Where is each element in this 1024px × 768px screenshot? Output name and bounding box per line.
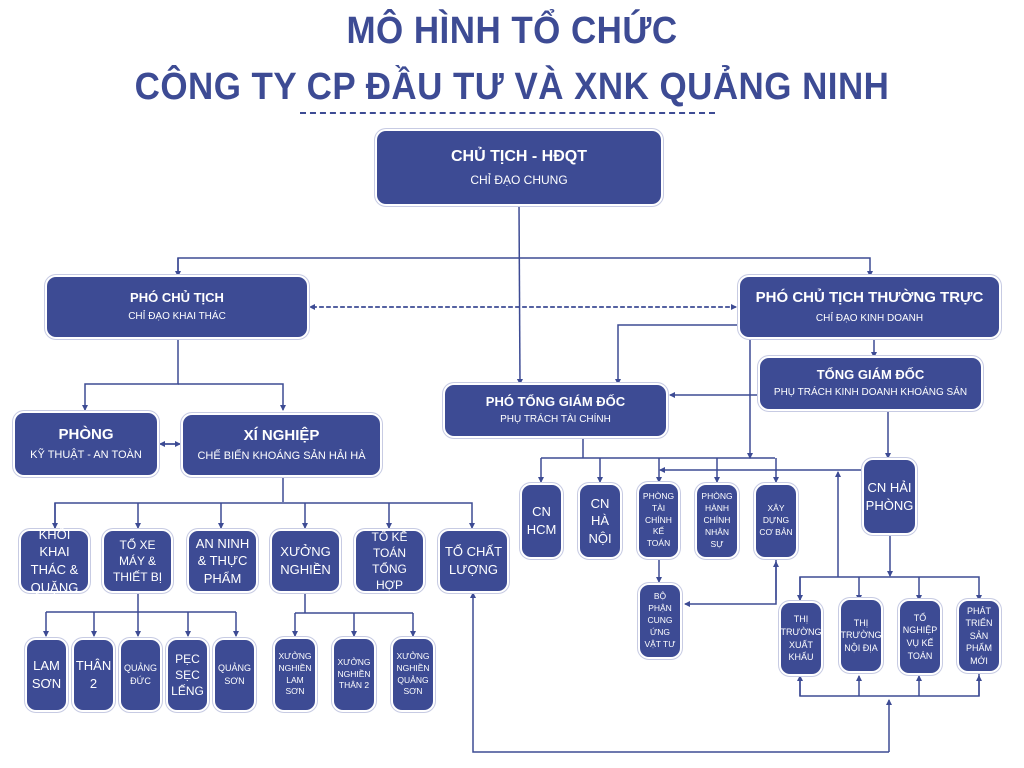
node-title: THỊ TRƯỜNG NỘI ĐỊA bbox=[840, 617, 882, 653]
node-grinding-workshop: XƯỞNG NGHIỀN bbox=[272, 531, 339, 591]
node-deputy-general-director: PHÓ TỔNG GIÁM ĐỐC PHỤ TRÁCH TÀI CHÍNH bbox=[445, 385, 666, 436]
node-title: TỔ NGHIỆP VỤ KẾ TOÁN bbox=[902, 612, 938, 661]
node-title: THÂN 2 bbox=[75, 658, 112, 691]
node-subtitle: CHẾ BIẾN KHOÁNG SẢN HẢI HÀ bbox=[197, 450, 366, 463]
node-pec-sec-leng: PẸC SẸC LẾNG bbox=[168, 640, 207, 710]
node-title: XƯỞNG NGHIỀN QUẢNG SƠN bbox=[396, 650, 430, 697]
node-accounting-team: TỔ KẾ TOÁN TỔNG HỢP bbox=[356, 529, 423, 593]
node-title: CHỦ TỊCH - HĐQT bbox=[451, 148, 587, 166]
node-technical-dept: PHÒNG KỸ THUẬT - AN TOÀN bbox=[15, 413, 157, 475]
node-title: TỔNG GIÁM ĐỐC bbox=[816, 367, 925, 383]
node-title: XƯỞNG NGHIỀN LAM SƠN bbox=[278, 650, 312, 697]
node-title: PHÓ TỔNG GIÁM ĐỐC bbox=[485, 394, 626, 410]
node-title: LAM SƠN bbox=[31, 658, 62, 691]
node-subtitle: CHỈ ĐẠO KINH DOANH bbox=[815, 312, 924, 324]
node-title: XƯỞNG NGHIỀN bbox=[280, 544, 331, 577]
node-title: QUẢNG ĐỨC bbox=[123, 663, 157, 686]
node-title: QUẢNG SƠN bbox=[217, 663, 251, 686]
node-title: KHỐI KHAI THÁC & QUẶNG bbox=[30, 526, 79, 595]
chart-title-line-1: MÔ HÌNH TỔ CHỨC bbox=[346, 10, 678, 52]
node-branch-hcm: CN HCM bbox=[522, 485, 561, 557]
link-chairman-deputy-gd bbox=[516, 204, 523, 385]
node-subtitle: PHỤ TRÁCH TÀI CHÍNH bbox=[500, 413, 611, 425]
node-admin-hr-dept: PHÒNG HÀNH CHÍNH NHÂN SỰ bbox=[697, 485, 737, 557]
node-title: PHÒNG bbox=[58, 425, 114, 443]
node-title: CN HCM bbox=[526, 504, 557, 537]
node-standing-vice-chairman: PHÓ CHỦ TỊCH THƯỜNG TRỰC CHỈ ĐẠO KINH DO… bbox=[740, 277, 999, 337]
node-title: PHÓ CHỦ TỊCH bbox=[130, 289, 224, 305]
node-supply-dept: BỘ PHẬN CUNG ỨNG VẬT TƯ bbox=[640, 585, 680, 657]
node-title: BỘ PHẬN CUNG ỨNG VẬT TƯ bbox=[644, 591, 676, 649]
node-quality-team: TỔ CHẤT LƯỢNG bbox=[440, 531, 507, 591]
node-finance-dept: PHÒNG TÀI CHÍNH KẾ TOÁN bbox=[639, 484, 678, 557]
node-vehicle-team: TỔ XE MÁY & THIẾT BỊ bbox=[104, 531, 171, 591]
node-grinding-than-2: XƯỞNG NGHIỀN THÂN 2 bbox=[334, 639, 374, 710]
node-branch-hanoi: CN HÀ NỘI bbox=[580, 485, 620, 557]
node-export-market: THỊ TRƯỜNG XUẤT KHẨU bbox=[781, 603, 821, 674]
node-title: CN HẢI PHÒNG bbox=[865, 479, 914, 513]
node-security-food: AN NINH & THỰC PHẨM bbox=[189, 531, 256, 591]
node-chairman: CHỦ TỊCH - HĐQT CHỈ ĐẠO CHUNG bbox=[377, 131, 661, 204]
node-title: CN HÀ NỘI bbox=[588, 495, 612, 546]
node-title: AN NINH & THỰC PHẨM bbox=[195, 535, 250, 586]
node-subtitle: CHỈ ĐẠO KHAI THÁC bbox=[128, 311, 226, 323]
node-domestic-market: THỊ TRƯỜNG NỘI ĐỊA bbox=[841, 600, 881, 671]
node-title: TỔ KẾ TOÁN TỔNG HỢP bbox=[371, 529, 408, 593]
link-chairman-bus bbox=[177, 257, 873, 277]
node-enterprise: XÍ NGHIỆP CHẾ BIẾN KHOÁNG SẢN HẢI HÀ bbox=[183, 415, 380, 475]
node-title: XÍ NGHIỆP bbox=[243, 426, 320, 444]
node-title: PHÒNG TÀI CHÍNH KẾ TOÁN bbox=[642, 490, 675, 549]
node-title: PHÁT TRIỂN SẢN PHẨM MỚI bbox=[965, 605, 993, 666]
node-title: PẸC SẸC LẾNG bbox=[171, 651, 204, 699]
node-than-2: THÂN 2 bbox=[74, 640, 113, 710]
node-lam-son: LAM SƠN bbox=[27, 640, 66, 710]
node-title: PHÒNG HÀNH CHÍNH NHÂN SỰ bbox=[701, 491, 733, 549]
node-vice-chairman: PHÓ CHỦ TỊCH CHỈ ĐẠO KHAI THÁC bbox=[47, 277, 307, 337]
node-title: TỔ XE MÁY & THIẾT BỊ bbox=[112, 537, 163, 585]
node-subtitle: KỸ THUẬT - AN TOÀN bbox=[30, 449, 142, 462]
node-grinding-quang-son: XƯỞNG NGHIỀN QUẢNG SƠN bbox=[393, 639, 433, 710]
node-construction: XÂY DỰNG CƠ BẢN bbox=[756, 485, 796, 557]
node-title: THỊ TRƯỜNG XUẤT KHẨU bbox=[780, 614, 822, 663]
node-general-director: TỔNG GIÁM ĐỐC PHỤ TRÁCH KINH DOANH KHOÁN… bbox=[760, 358, 981, 409]
chart-title-line-2: CÔNG TY CP ĐẦU TƯ VÀ XNK QUẢNG NINH bbox=[134, 66, 890, 108]
node-new-product-dev: PHÁT TRIỂN SẢN PHẨM MỚI bbox=[959, 601, 999, 671]
node-title: TỔ CHẤT LƯỢNG bbox=[444, 544, 503, 577]
node-quang-duc: QUẢNG ĐỨC bbox=[121, 640, 160, 710]
node-grinding-lam-son: XƯỞNG NGHIỀN LAM SƠN bbox=[275, 639, 315, 710]
node-quang-son: QUẢNG SƠN bbox=[215, 640, 254, 710]
node-accounting-ops: TỔ NGHIỆP VỤ KẾ TOÁN bbox=[900, 601, 940, 673]
title-underline bbox=[300, 112, 715, 114]
node-title: XƯỞNG NGHIỀN THÂN 2 bbox=[337, 656, 371, 691]
node-title: PHÓ CHỦ TỊCH THƯỜNG TRỰC bbox=[755, 289, 984, 307]
node-mining-block: KHỐI KHAI THÁC & QUẶNG bbox=[21, 527, 88, 595]
node-subtitle: CHỈ ĐẠO CHUNG bbox=[470, 172, 568, 187]
node-branch-haiphong: CN HẢI PHÒNG bbox=[864, 460, 915, 533]
node-subtitle: PHỤ TRÁCH KINH DOANH KHOÁNG SẢN bbox=[773, 386, 968, 398]
node-title: XÂY DỰNG CƠ BẢN bbox=[759, 503, 793, 537]
